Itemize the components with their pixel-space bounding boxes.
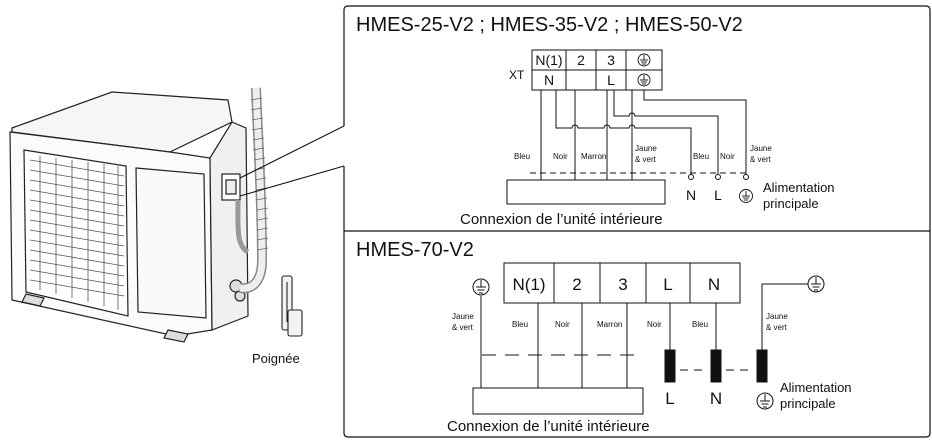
top-panel-title: HMES-25-V2 ; HMES-35-V2 ; HMES-50-V2 (356, 14, 743, 36)
bottom-wire-marron: Marron (597, 320, 622, 329)
top-wire-bleu: Bleu (514, 152, 530, 161)
bottom-indoor-unit-box (472, 387, 644, 415)
bottom-wire-bleu-supply: Bleu (692, 320, 708, 329)
top-indoor-caption: Connexion de l’unité intérieure (460, 211, 663, 228)
ground-icon (739, 189, 753, 203)
fan-grille-lines (29, 156, 125, 310)
bottom-terminal-n1: N(1) (512, 275, 545, 294)
outdoor-unit-illustration (9, 87, 269, 343)
bottom-supply-label-1: Alimentation (780, 380, 852, 395)
top-terminal-l-supply: L (607, 72, 615, 88)
bottom-terminal-3: 3 (618, 275, 627, 294)
bottom-terminal-2: 2 (572, 275, 581, 294)
top-terminal-block (531, 49, 663, 91)
bottom-wire-jaune-right: Jaune& vert (766, 312, 788, 332)
top-terminal-n-supply: N (544, 72, 554, 88)
bottom-supply-label-2: principale (780, 396, 836, 411)
bottom-supply-n: N (710, 389, 722, 408)
top-panel-wires (530, 90, 748, 180)
top-wire-jaune: Jaune& vert (635, 144, 657, 164)
bottom-terminal-l: L (663, 275, 672, 294)
handle-illustration (281, 275, 303, 337)
top-indoor-unit-box (506, 179, 666, 205)
top-wire-noir-supply: Noir (720, 152, 735, 161)
bottom-wire-bleu: Bleu (512, 320, 528, 329)
bottom-wire-noir: Noir (555, 320, 570, 329)
top-supply-n: N (686, 187, 696, 203)
top-terminal-3: 3 (607, 52, 615, 68)
top-supply-l: L (714, 187, 722, 203)
terminal-block-label: XT (509, 68, 525, 82)
ground-icon (637, 53, 651, 87)
ground-icon (756, 392, 774, 410)
bottom-indoor-caption: Connexion de l’unité intérieure (447, 418, 650, 435)
panel-frames (343, 5, 931, 438)
top-wire-bleu-supply: Bleu (693, 152, 709, 161)
handle-label: Poignée (252, 351, 300, 366)
supply-terminal-dots (688, 174, 749, 180)
ground-icon (807, 275, 825, 293)
top-supply-label-2: principale (763, 196, 819, 211)
top-terminal-n1: N(1) (535, 52, 562, 68)
bottom-wire-jaune-left: Jaune& vert (452, 312, 474, 332)
top-wire-marron: Marron (581, 152, 606, 161)
hose-rings (250, 97, 269, 251)
ground-icon (472, 278, 490, 296)
top-wire-jaune-supply: Jaune& vert (750, 144, 772, 164)
top-wire-noir: Noir (553, 152, 568, 161)
bottom-panel-title: HMES-70-V2 (356, 239, 474, 261)
top-supply-label-1: Alimentation (763, 180, 835, 195)
bottom-terminal-n: N (708, 275, 720, 294)
bottom-terminal-block (503, 262, 741, 304)
bottom-panel-wires (480, 283, 808, 388)
bottom-wire-noir-supply: Noir (647, 320, 662, 329)
top-terminal-2: 2 (577, 52, 585, 68)
callout-lines (239, 125, 345, 197)
supply-connector-blocks (664, 349, 768, 383)
bottom-supply-l: L (665, 389, 674, 408)
